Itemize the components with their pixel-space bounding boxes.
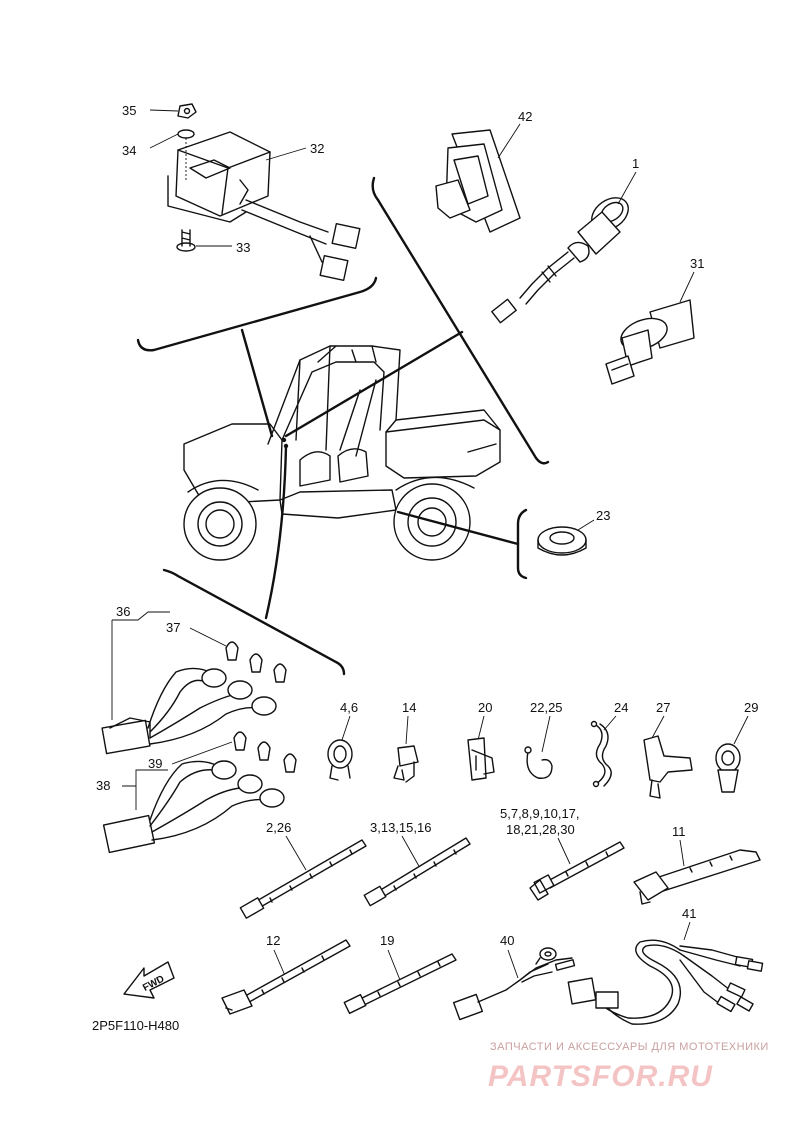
part-24-spring	[590, 720, 612, 788]
leader-to-harness	[264, 444, 288, 620]
callout-32: 32	[310, 141, 324, 156]
callout-42: 42	[518, 109, 532, 124]
callout-27: 27	[656, 700, 670, 715]
callout-34: 34	[122, 143, 136, 158]
fwd-arrow: FWD	[123, 961, 175, 999]
group-bracket-harness	[162, 568, 346, 676]
part-19-cable-tie	[343, 953, 457, 1015]
leader-to-switch	[240, 328, 274, 438]
callout-19: 19	[380, 933, 394, 948]
part-38-harness-lower	[102, 731, 297, 854]
callout-38: 38	[96, 778, 110, 793]
watermark-top-line: ЗАПЧАСТИ И АКСЕССУАРЫ ДЛЯ МОТОТЕХНИКИ	[490, 1041, 769, 1053]
callout-40: 40	[500, 933, 514, 948]
part-42-socket-panel	[435, 129, 521, 233]
part-2-26-cable-tie	[239, 839, 367, 919]
callout-37: 37	[166, 620, 180, 635]
diagram-code: 2P5F110-H480	[92, 1018, 179, 1033]
group-bracket-top-right	[371, 176, 550, 465]
callout-20: 20	[478, 700, 492, 715]
callout-31: 31	[690, 256, 704, 271]
group-bracket-grommet	[516, 508, 528, 580]
callout-5-line2: 18,21,28,30	[506, 822, 575, 837]
part-27-cable-holder	[643, 735, 693, 799]
part-29-clip	[715, 743, 741, 793]
callout-3-13-15-16: 3,13,15,16	[370, 820, 431, 835]
callout-11: 11	[672, 824, 686, 839]
callout-23: 23	[596, 508, 610, 523]
part-20-bracket	[467, 737, 495, 781]
part-4-6-clamp	[327, 739, 353, 781]
callout-35: 35	[122, 103, 136, 118]
part-32-switch-assembly	[167, 131, 361, 281]
callout-39: 39	[148, 756, 162, 771]
part-22-25-hook	[524, 746, 553, 779]
part-14-clip	[393, 745, 419, 783]
callout-33: 33	[236, 240, 250, 255]
part-11-cable-tie-with-mount	[633, 849, 761, 905]
part-5-7-8-cable-tie-with-clip	[529, 841, 625, 901]
callout-14: 14	[402, 700, 416, 715]
callout-22-25: 22,25	[530, 700, 563, 715]
callout-41: 41	[682, 906, 696, 921]
part-40-sub-lead	[452, 947, 576, 1021]
part-33-screw	[176, 229, 196, 252]
part-3-13-15-16-cable-tie	[363, 837, 471, 907]
group-bracket-top-left	[136, 276, 378, 352]
callout-12: 12	[266, 933, 280, 948]
callout-4-6: 4,6	[340, 700, 358, 715]
part-41-harness	[567, 939, 764, 1025]
callout-2-26: 2,26	[266, 820, 291, 835]
callout-36: 36	[116, 604, 130, 619]
part-35-nut	[177, 103, 197, 119]
part-23-grommet	[537, 526, 587, 556]
callout-24: 24	[614, 700, 628, 715]
part-31-switch-knob	[605, 299, 695, 385]
leader-to-outlet	[284, 330, 464, 438]
leader-to-grommet	[396, 510, 520, 546]
watermark-logo: PARTSFOR.RU	[488, 1060, 713, 1093]
utility-vehicle-illustration	[183, 345, 501, 561]
part-36-harness-upper	[101, 641, 287, 755]
part-12-cable-tie-with-mount	[221, 939, 351, 1015]
callout-5-line1: 5,7,8,9,10,17,	[500, 806, 580, 821]
callout-29: 29	[744, 700, 758, 715]
part-1-power-outlet	[491, 197, 629, 324]
callout-1: 1	[632, 156, 639, 171]
